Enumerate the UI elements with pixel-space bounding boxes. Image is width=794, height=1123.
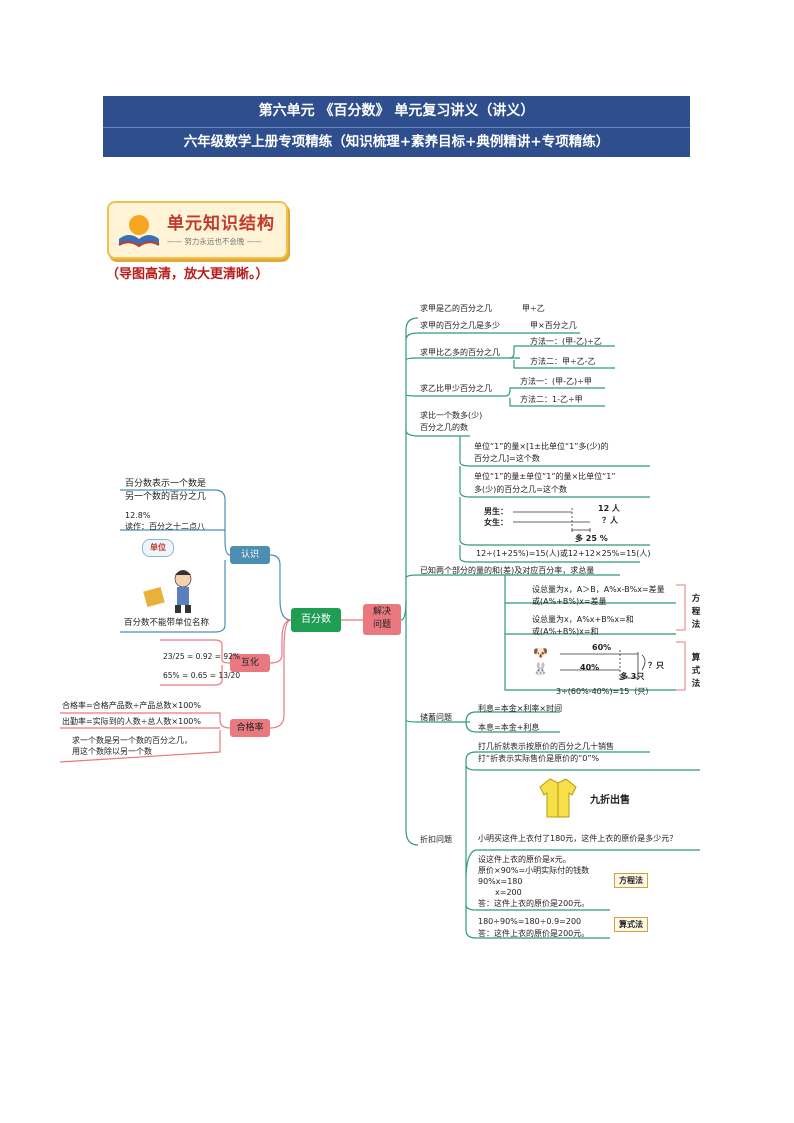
arithmetic-method-tag-2: 算式法 (614, 917, 648, 932)
book-sun-icon (118, 215, 160, 248)
badge-title: 单元知识结构 (167, 214, 275, 234)
solution-line1: 设这件上衣的原价是x元。 (478, 855, 571, 864)
branch-savings: 储蓄问题 (420, 713, 452, 722)
branch-b-less-than-a: 求乙比甲少百分之几 (420, 384, 492, 393)
arith-line2: 答：这件上衣的原价是200元。 (478, 929, 590, 938)
discount-rule2: 打“折表示实际售价是原价的“0”% (478, 754, 600, 763)
example-reading: 读作：百分之十二点八 (125, 522, 205, 531)
more-method1: 方法一：(甲-乙)÷乙 (530, 337, 602, 346)
rabbit-percent: 40% (580, 663, 600, 672)
principal-interest-formula: 本息=本金+利息 (478, 723, 540, 732)
branch-a-more-than-b: 求甲比乙多的百分之几 (420, 348, 500, 357)
definition-line1: 百分数表示一个数是 (125, 479, 207, 489)
solve-label-line2: 问题 (372, 620, 391, 630)
branch-sum-diff-total: 已知两个部分的量的和(差)及对应百分率，求总量 (420, 566, 595, 575)
unit-bubble: 单位 (142, 539, 174, 557)
arithmetic-method-tag: 算式法 (691, 653, 701, 689)
boys-count: 12 人 (598, 504, 620, 513)
dog-icon: 🐶 (533, 646, 548, 660)
definition-line2: 另一个数的百分之几 (125, 492, 207, 502)
eq-diff-line2: 或(A%+B%)x=差量 (532, 597, 607, 606)
more-three: 多 3只 (620, 672, 645, 681)
solution-line2: 原价×90%=小明实际付的钱数 (478, 866, 590, 875)
pass-rate-node: 合格率 (230, 719, 270, 737)
convert-example1: 23/25 = 0.92 = 92% (163, 652, 241, 661)
solve-label-line1: 解决 (372, 607, 391, 617)
animal-calc: 3÷(60%-40%)=15（只） (556, 687, 654, 696)
person-with-box-icon (143, 570, 192, 613)
boys-label: 男生： (484, 507, 508, 516)
discount-question: 小明买这件上衣付了180元，这件上衣的原价是多少元？ (478, 834, 678, 843)
rabbit-icon: 🐰 (533, 662, 548, 676)
arith-line1: 180÷90%=180÷0.9=200 (478, 917, 582, 926)
interest-formula: 利息=本金×利率×时间 (478, 704, 563, 713)
badge-subtitle: —— 努力永远也不会晚 —— (167, 237, 262, 246)
eq-diff-line1: 设总量为x，A＞B，A%x-B%x=差量 (532, 585, 665, 594)
branch-discount: 折扣问题 (420, 835, 452, 844)
more-25-percent: 多 25 % (575, 534, 608, 543)
mindmap-center-node: 百分数 (291, 608, 341, 632)
solution-line4: x=200 (495, 888, 522, 897)
solution-line5: 答：这件上衣的原价是200元。 (478, 899, 590, 908)
less-method2: 方法二：1-乙÷甲 (520, 395, 583, 404)
branch-percent-of-a: 求甲的百分之几是多少 (420, 321, 500, 330)
branch-a-is-percent-of-b: 求甲是乙的百分之几 (420, 304, 492, 313)
eq-sum-line2: 或(A%+B%)x=和 (532, 627, 599, 636)
attendance-formula: 出勤率=实际到的人数÷总人数×100% (62, 717, 201, 726)
branch-percent-formula: 甲×百分之几 (530, 321, 577, 330)
less-method1: 方法一：(甲-乙)÷甲 (520, 377, 592, 386)
branch-more-less-label2: 百分之几的数 (420, 423, 468, 432)
more-less-rule1-line1: 单位“1”的量×[1±比单位“1”多(少)的 (474, 442, 609, 451)
jacket-icon (539, 778, 577, 818)
girls-count: ？人 (602, 516, 618, 525)
more-less-rule1-line2: 百分之几]=这个数 (474, 454, 540, 463)
percent-of-rule1: 求一个数是另一个数的百分之几， (72, 736, 192, 745)
equation-method-tag: 方程法 (691, 594, 701, 630)
dog-percent: 60% (592, 643, 612, 652)
example-percent: 12.8% (125, 511, 151, 520)
unit-structure-badge: 单元知识结构 —— 努力永远也不会晚 —— (107, 201, 288, 259)
convert-example2: 65% = 0.65 = 13/20 (163, 671, 241, 680)
percent-of-rule2: 用这个数除以另一个数 (72, 747, 152, 756)
discount-rule1: 打几折就表示按原价的百分之几十销售 (478, 742, 614, 751)
solution-line3: 90%x=180 (478, 877, 523, 886)
more-less-rule2-line1: 单位“1”的量±单位“1”的量×比单位“1” (474, 472, 616, 481)
zoom-note: （导图高清，放大更清晰。） (106, 267, 269, 282)
convert-node: 互化 (230, 654, 270, 672)
eq-sum-line1: 设总量为x，A%x+B%x=和 (532, 615, 634, 624)
unknown-count: ？只 (648, 661, 664, 670)
equation-method-tag-2: 方程法 (614, 873, 648, 888)
recognize-node: 认识 (230, 546, 270, 564)
branch-more-less-label1: 求比一个数多(少) (420, 411, 483, 420)
unit-rule: 百分数不能带单位名称 (124, 618, 210, 628)
girls-label: 女生： (484, 518, 508, 527)
page-subtitle: 六年级数学上册专项精练（知识梳理+素养目标+典例精讲+专项精练） (103, 128, 690, 157)
ninety-percent-sale: 九折出售 (590, 795, 630, 806)
solve-problems-node: 解决 问题 (363, 604, 401, 635)
more-method2: 方法二：甲÷乙-乙 (530, 357, 596, 366)
more-less-rule2-line2: 多(少)的百分之几=这个数 (474, 485, 567, 494)
girls-calc: 12÷(1+25%)=15(人)或12+12×25%=15(人) (476, 549, 651, 558)
branch-a-formula: 甲÷乙 (522, 304, 545, 313)
pass-rate-formula: 合格率=合格产品数÷产品总数×100% (62, 701, 201, 710)
